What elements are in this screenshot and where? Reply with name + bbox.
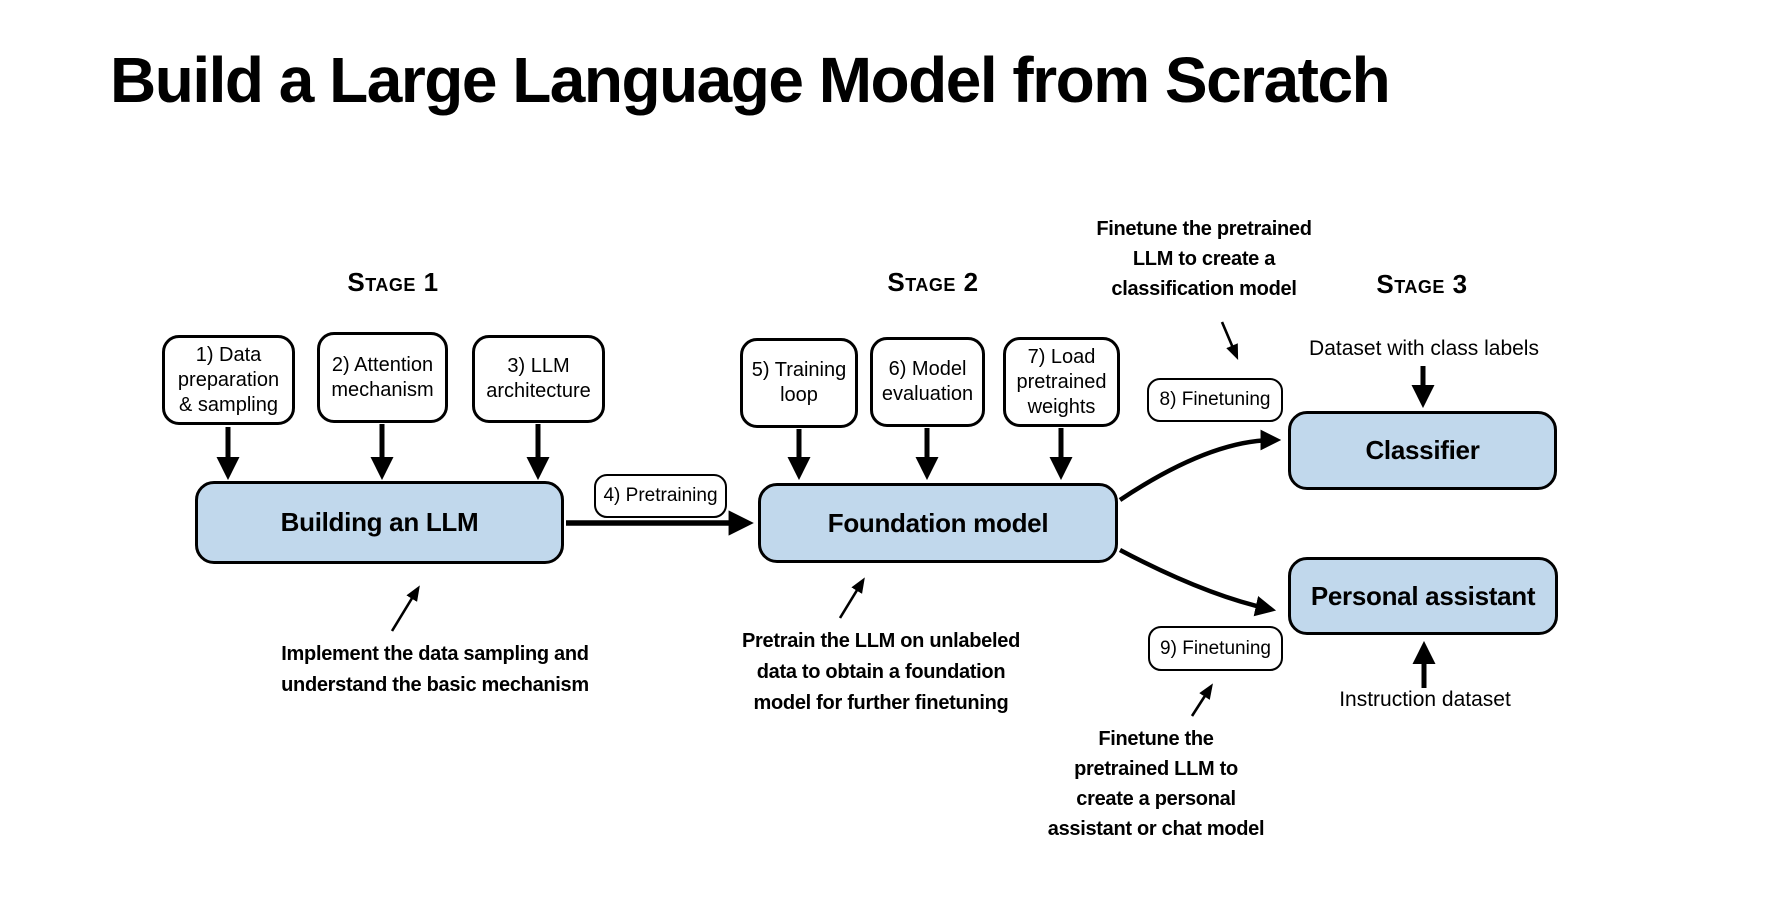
pill-finetuning-8: 8) Finetuning — [1147, 378, 1283, 422]
annotation-arrow-pretrain — [838, 577, 865, 619]
model-box-personal-assistant-label: Personal assistant — [1310, 580, 1536, 611]
model-box-building-an-llm: Building an LLM — [195, 481, 564, 564]
step-box-training-loop: 5) Training loop — [740, 338, 858, 428]
step-box-model-evaluation: 6) Model evaluation — [870, 337, 985, 427]
step-box-load-pretrained-weights: 7) Load pretrained weights — [1003, 337, 1120, 427]
stage-2-label: Stage 2 — [887, 267, 979, 297]
step-box-attention-mechanism-label: 2) Attention mechanism — [331, 353, 434, 401]
model-box-foundation-model-label: Foundation model — [827, 507, 1049, 538]
page-title: Build a Large Language Model from Scratc… — [110, 44, 1391, 116]
model-box-foundation-model: Foundation model — [758, 483, 1118, 563]
pill-pretraining-label: 4) Pretraining — [603, 485, 718, 506]
annotation-arrow-classification — [1220, 321, 1239, 361]
annotation-arrow-implement — [390, 585, 420, 632]
model-box-building-an-llm-label: Building an LLM — [280, 507, 479, 537]
step-box-data-preparation: 1) Data preparation & sampling — [162, 335, 295, 425]
stage-1-label: Stage 1 — [347, 267, 439, 297]
arrow-foundation-to-classifier — [1118, 429, 1282, 502]
step-box-model-evaluation-label: 6) Model evaluation — [881, 358, 974, 405]
pill-finetuning-9: 9) Finetuning — [1148, 626, 1283, 671]
step-box-llm-architecture: 3) LLM architecture — [472, 335, 605, 423]
step-box-training-loop-label: 5) Training loop — [751, 359, 847, 406]
step-box-attention-mechanism: 2) Attention mechanism — [317, 332, 448, 423]
model-box-classifier: Classifier — [1288, 411, 1557, 490]
dataset-class-labels-label: Dataset with class labels — [1309, 337, 1539, 360]
model-box-personal-assistant: Personal assistant — [1288, 557, 1558, 635]
pill-pretraining: 4) Pretraining — [594, 474, 727, 518]
annotation-implement-sampling: Implement the data sampling and understa… — [281, 643, 589, 696]
instruction-dataset-label: Instruction dataset — [1339, 688, 1511, 711]
annotation-pretrain-unlabeled: Pretrain the LLM on unlabeled data to ob… — [742, 630, 1020, 714]
stage-3-label: Stage 3 — [1376, 269, 1468, 299]
arrow-foundation-to-assistant — [1118, 548, 1277, 617]
model-box-classifier-label: Classifier — [1365, 435, 1480, 465]
step-box-llm-architecture-label: 3) LLM architecture — [486, 355, 591, 402]
annotation-finetune-classification: Finetune the pretrained LLM to create a … — [1096, 218, 1312, 300]
pill-finetuning-9-label: 9) Finetuning — [1160, 637, 1271, 659]
step-box-data-preparation-label: 1) Data preparation & sampling — [177, 343, 280, 416]
pill-finetuning-8-label: 8) Finetuning — [1159, 389, 1271, 410]
annotation-arrow-assistant — [1190, 683, 1213, 717]
annotation-finetune-assistant: Finetune the pretrained LLM to create a … — [1047, 728, 1265, 840]
step-box-load-pretrained-weights-label: 7) Load pretrained weights — [1016, 345, 1107, 418]
